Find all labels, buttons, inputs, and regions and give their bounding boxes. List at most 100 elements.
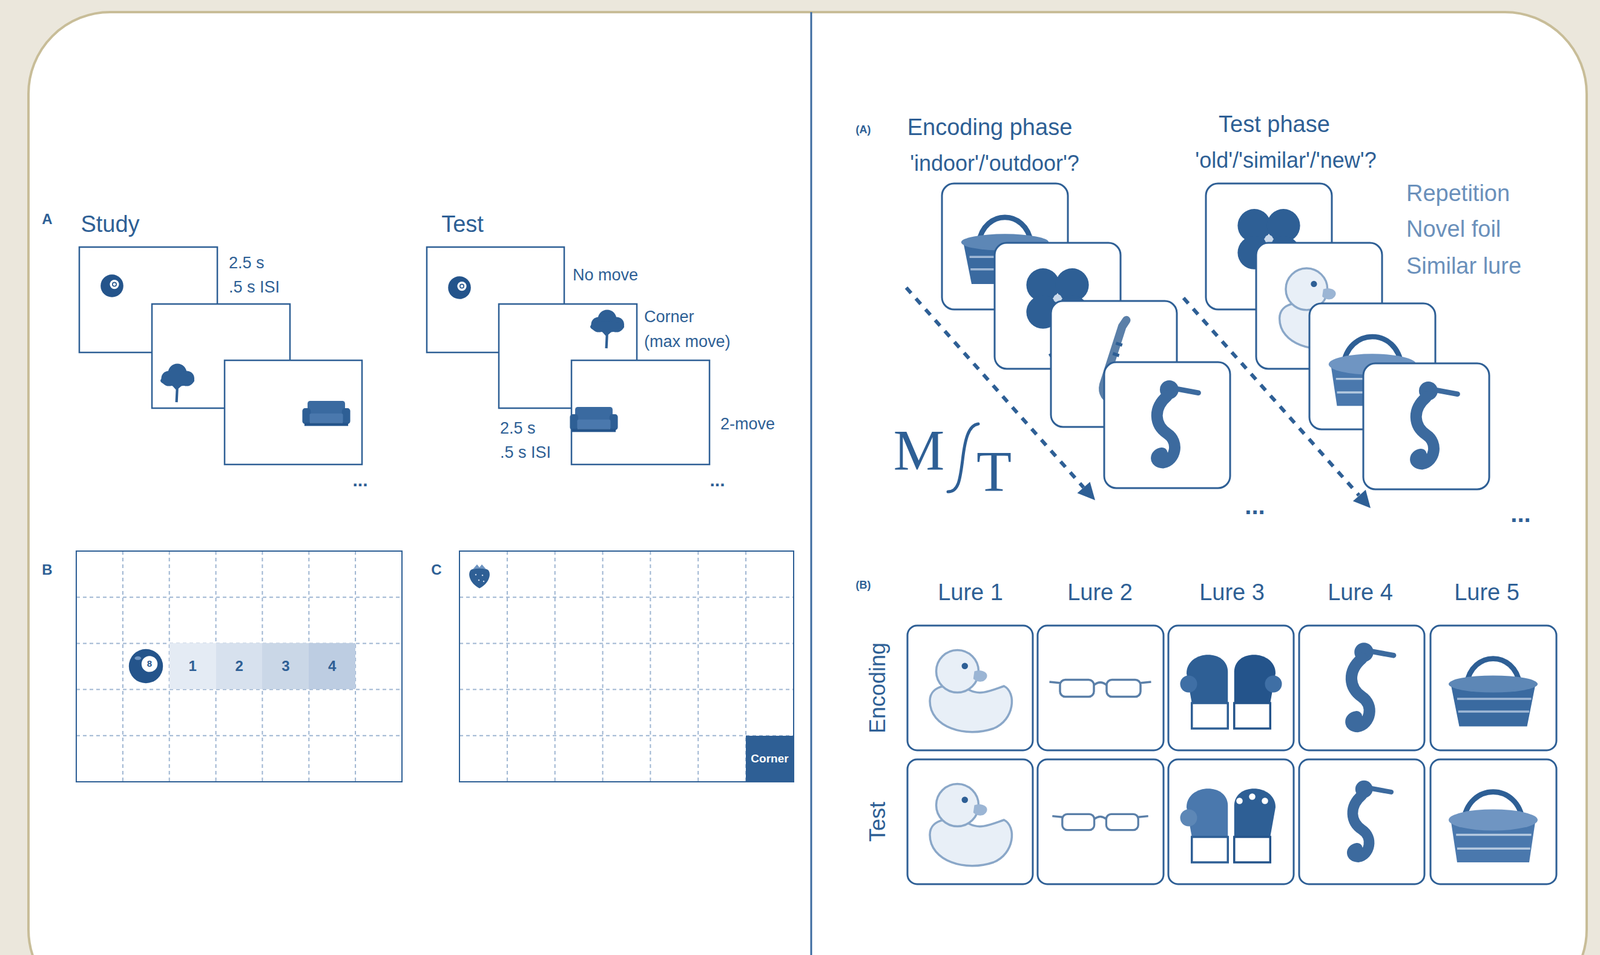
lure-images-part bbox=[1351, 642, 1394, 726]
grid-icons-part bbox=[469, 564, 490, 589]
test-icons-part bbox=[590, 309, 625, 349]
study-icons-part bbox=[100, 274, 124, 298]
grid-cell: Corner bbox=[745, 735, 794, 782]
lure-images-part bbox=[1352, 780, 1392, 857]
study-icons bbox=[100, 274, 350, 426]
grid-cell: 1 bbox=[169, 642, 217, 689]
text-label: Lure 5 bbox=[1454, 579, 1520, 606]
text-label: Encoding phase bbox=[907, 114, 1073, 142]
cell-label: Corner bbox=[750, 752, 789, 766]
lure-boxes-part bbox=[1168, 759, 1294, 884]
lure-boxes-part bbox=[1430, 625, 1557, 751]
text-label: 2.5 s bbox=[228, 253, 265, 273]
study-frames bbox=[79, 246, 363, 465]
text-label: 2-move bbox=[720, 414, 775, 434]
lure-boxes bbox=[907, 625, 1557, 884]
text-label: Study bbox=[80, 211, 140, 238]
test-cards-part bbox=[1363, 363, 1490, 490]
panel-ground bbox=[28, 12, 1587, 955]
test-icons bbox=[447, 276, 625, 432]
text-label: Test bbox=[865, 801, 890, 842]
study-frames-part bbox=[224, 360, 363, 465]
test-icons-part bbox=[569, 406, 618, 432]
cell-number: 3 bbox=[281, 658, 290, 674]
text-label: 8 bbox=[147, 658, 152, 669]
text-label: (A) bbox=[855, 123, 872, 137]
grid-board: CCorner bbox=[459, 550, 794, 782]
lure-images-part bbox=[1180, 788, 1277, 863]
logo-letter: M bbox=[893, 417, 945, 484]
lure-boxes-part bbox=[1037, 759, 1164, 884]
test-icons-part bbox=[447, 276, 471, 300]
cell-number: 1 bbox=[188, 658, 197, 674]
text-label: 'old'/'similar'/'new'? bbox=[1195, 147, 1377, 173]
test-cards-part bbox=[1415, 381, 1458, 464]
text-label: Test bbox=[441, 211, 484, 238]
sequence-arrows-part bbox=[1353, 489, 1371, 508]
text-label: ... bbox=[1244, 491, 1265, 520]
lure-images-part bbox=[1049, 679, 1152, 697]
lure-boxes-part bbox=[1299, 625, 1425, 751]
text-label: Novel foil bbox=[1406, 216, 1501, 243]
text-label: ... bbox=[709, 469, 725, 491]
sequence-arrows bbox=[906, 287, 1371, 508]
lure-images-part bbox=[1448, 791, 1538, 863]
text-label: 'indoor'/'outdoor'? bbox=[909, 150, 1080, 176]
text-label: A bbox=[41, 210, 53, 228]
encoding-cards-part bbox=[1156, 380, 1199, 463]
panel-ground-part bbox=[810, 12, 813, 955]
panel-letter: C bbox=[431, 561, 442, 578]
lure-images-part bbox=[1052, 813, 1148, 830]
study-icons-part bbox=[302, 400, 350, 426]
text-label: ... bbox=[1510, 499, 1531, 528]
logo-swoosh bbox=[948, 423, 979, 492]
text-label: (max move) bbox=[644, 332, 731, 352]
grid-lines bbox=[76, 550, 794, 782]
lure-images-part bbox=[1180, 654, 1283, 729]
text-label: 2.5 s bbox=[500, 418, 536, 438]
grid-lines-part bbox=[76, 550, 402, 782]
grid-cell: 4 bbox=[308, 642, 356, 689]
text-label: Similar lure bbox=[1406, 253, 1522, 280]
lure-boxes-part bbox=[907, 625, 1033, 751]
text-label: Lure 3 bbox=[1199, 579, 1265, 606]
panel-letter: B bbox=[41, 561, 53, 578]
lure-images-part bbox=[1448, 658, 1538, 727]
grid-icons-part bbox=[128, 648, 163, 683]
study-icons-part bbox=[160, 363, 195, 403]
text-label: ... bbox=[352, 469, 368, 491]
sequence-arrows-part bbox=[1077, 481, 1096, 501]
grid-lines-part bbox=[459, 550, 794, 782]
text-label: Corner bbox=[644, 307, 695, 327]
text-label: Lure 2 bbox=[1067, 579, 1133, 606]
lure-boxes-part bbox=[1430, 759, 1557, 884]
lure-boxes-part bbox=[907, 759, 1033, 884]
text-label: Lure 4 bbox=[1327, 579, 1393, 606]
text-label: Lure 1 bbox=[937, 579, 1004, 606]
lure-images-part bbox=[929, 650, 1012, 732]
text-label: Encoding bbox=[865, 642, 890, 734]
text-label: Test phase bbox=[1218, 111, 1331, 139]
logo-letter: T bbox=[976, 438, 1012, 505]
sequence-arrows-part bbox=[1183, 297, 1360, 496]
lure-boxes-part bbox=[1299, 759, 1425, 884]
cell-number: 2 bbox=[234, 658, 243, 674]
panel-ground-part bbox=[28, 12, 1587, 955]
text-label: (B) bbox=[855, 578, 872, 592]
text-label: .5 s ISI bbox=[500, 443, 551, 462]
text-label: .5 s ISI bbox=[228, 277, 280, 297]
grid-cell: 3 bbox=[262, 642, 309, 689]
grid-board: B1234 bbox=[76, 550, 402, 782]
cell-number: 4 bbox=[328, 658, 336, 674]
test-frames bbox=[426, 246, 710, 465]
encoding-cards-part bbox=[1104, 362, 1231, 488]
text-label: No move bbox=[572, 265, 639, 285]
text-label: Repetition bbox=[1406, 180, 1510, 208]
lure-images bbox=[929, 642, 1538, 866]
lure-images-part bbox=[929, 783, 1012, 866]
lure-boxes-part bbox=[1168, 625, 1294, 751]
lure-boxes-part bbox=[1037, 625, 1164, 751]
grid-cell: 2 bbox=[216, 642, 263, 689]
